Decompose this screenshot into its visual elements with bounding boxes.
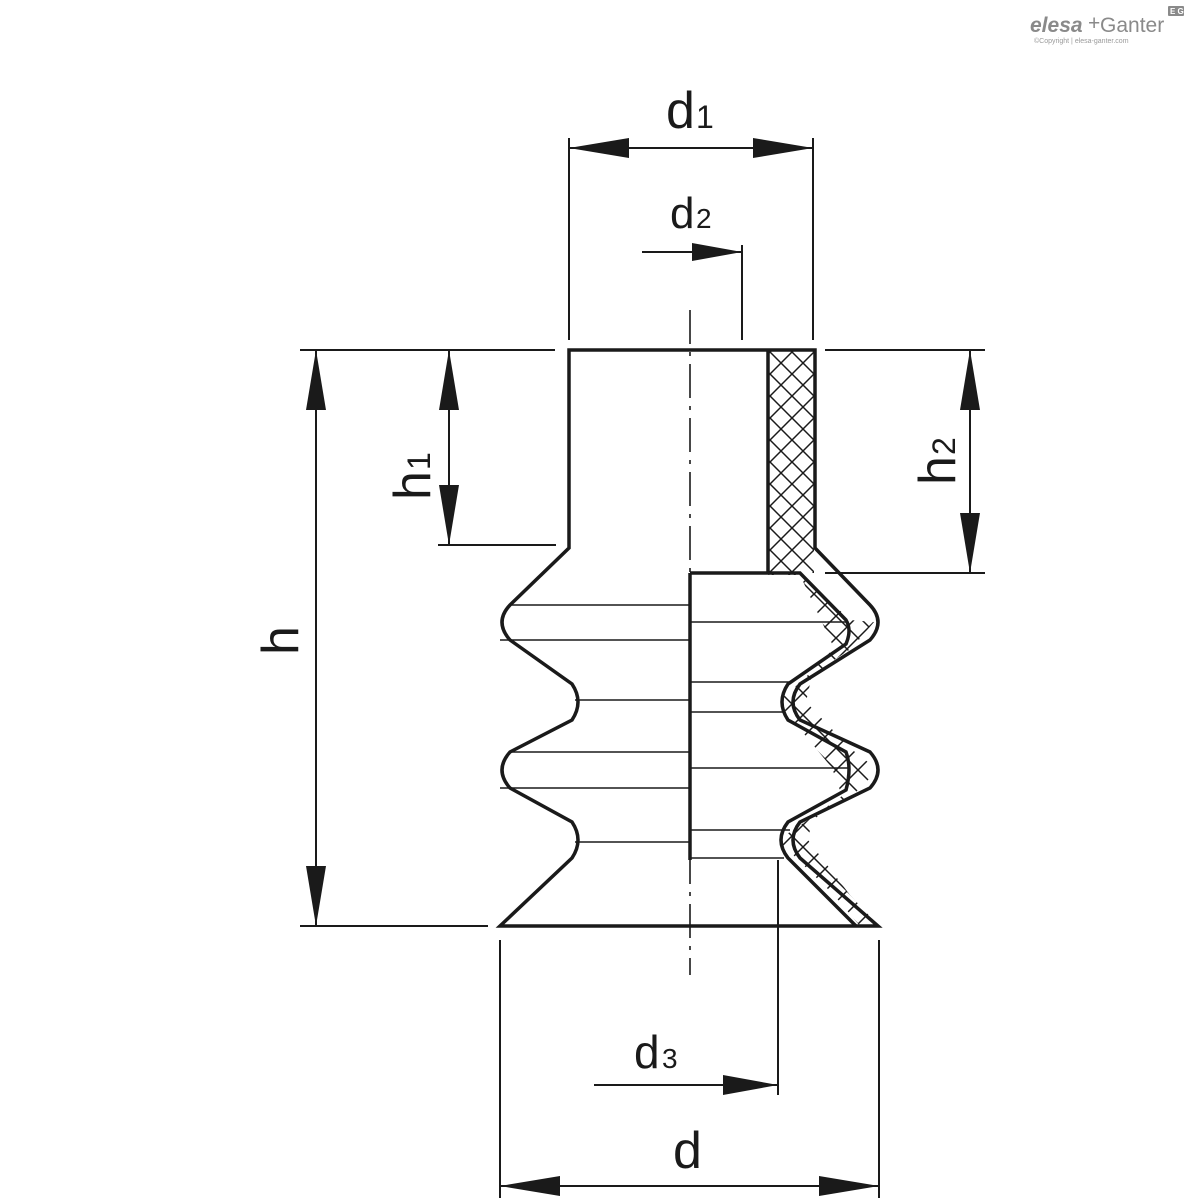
outer-outline — [495, 348, 883, 928]
crease-lines-left — [500, 604, 690, 843]
dim-h1: h 1 — [384, 350, 556, 546]
label-h2-sub: 2 — [926, 437, 962, 455]
brand-name-part1: elesa — [1030, 14, 1083, 37]
label-h1-base: h — [384, 471, 442, 500]
label-h: h — [252, 626, 310, 655]
label-d1-sub: 1 — [696, 99, 714, 135]
dim-h: h — [252, 349, 555, 927]
label-d2-sub: 2 — [696, 203, 712, 234]
label-d3-base: d — [634, 1026, 660, 1078]
brand-badge-icon — [1168, 6, 1184, 16]
brand-copyright: ©Copyright | elesa-ganter.com — [1034, 37, 1129, 45]
dim-h2: h 2 — [825, 349, 985, 574]
bore-lines-right — [688, 573, 848, 860]
brand-name-plus: + — [1088, 12, 1100, 35]
dim-d: d — [499, 940, 880, 1198]
brand-logo: elesa + Ganter E G ©Copyright | elesa-ga… — [1030, 6, 1184, 45]
dim-d1: d 1 — [568, 82, 814, 340]
inner-bellows-line — [768, 571, 858, 928]
dim-d3: d 3 — [594, 860, 779, 1095]
label-d2-base: d — [670, 189, 694, 238]
label-h1-sub: 1 — [401, 452, 437, 470]
hatched-section — [768, 350, 879, 926]
label-h2-base: h — [909, 456, 967, 485]
brand-name-part2: Ganter — [1100, 14, 1164, 37]
label-d3-sub: 3 — [662, 1043, 678, 1074]
brand-badge: E G — [1170, 7, 1184, 16]
inner-wall-outline — [690, 350, 770, 575]
dim-d2: d 2 — [642, 189, 743, 340]
label-d: d — [673, 1122, 702, 1180]
label-d1-base: d — [666, 82, 695, 140]
